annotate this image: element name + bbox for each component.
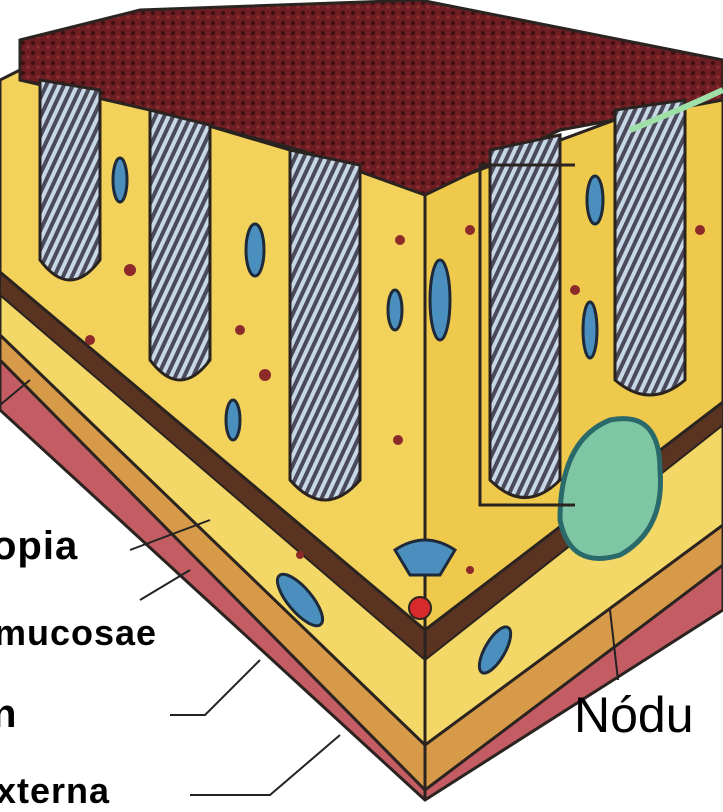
red-vessel	[409, 597, 431, 619]
muscularis-externa-label: xterna	[0, 770, 110, 812]
lamina-propria-label: opia	[0, 524, 78, 569]
submucosa-label: n	[0, 692, 16, 737]
lymphoid-nodule-label: Nódu	[574, 686, 694, 744]
muscularis-mucosae-label: mucosae	[0, 612, 157, 654]
